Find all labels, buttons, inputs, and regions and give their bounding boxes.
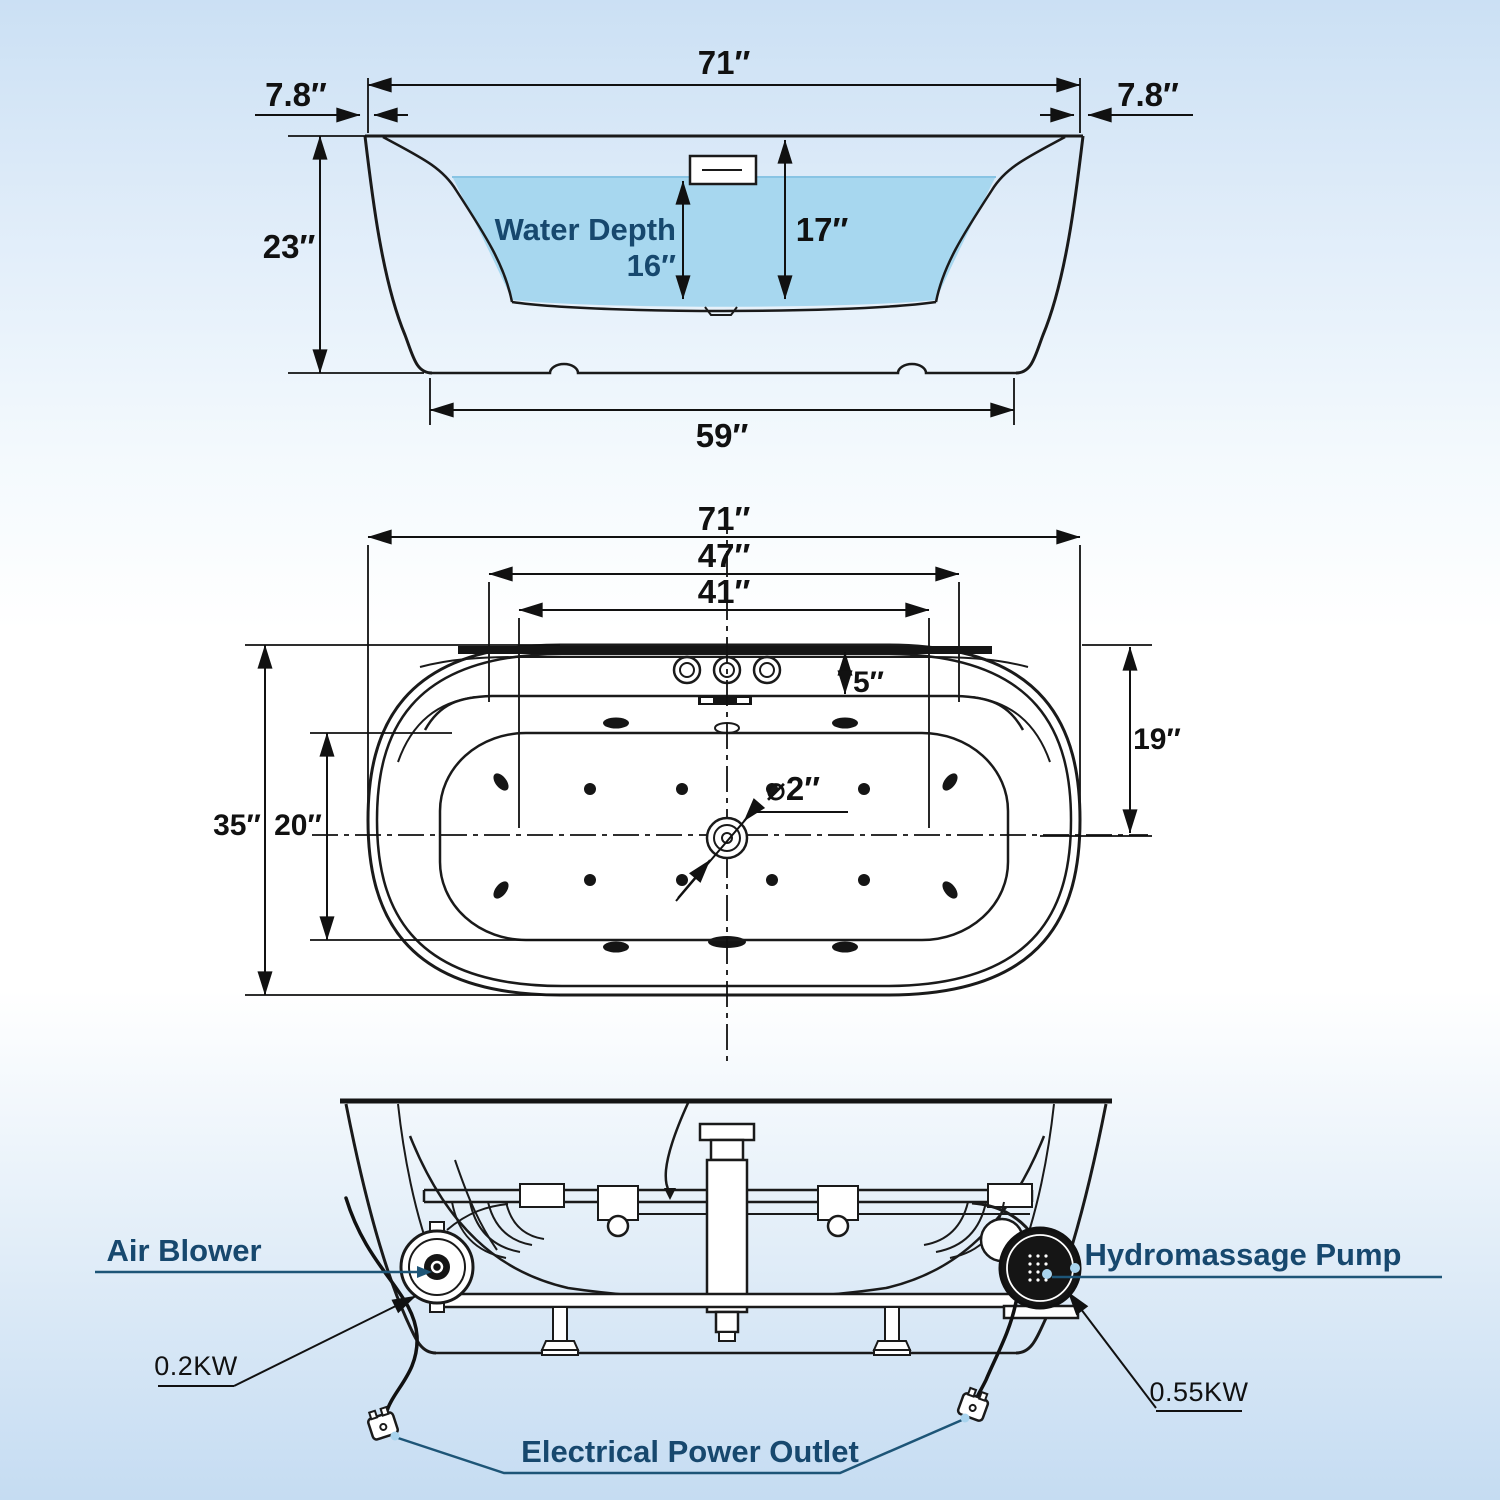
dim-basin-length: 41″ <box>518 573 930 828</box>
side-overall-width-label: 71″ <box>698 44 751 81</box>
pump-power-annotation: 0.55KW <box>1067 1291 1248 1412</box>
dim-rim-left: 7.8″ <box>255 76 408 123</box>
rim-right-label: 7.8″ <box>1117 76 1179 113</box>
air-blower-label: Air Blower <box>106 1233 261 1268</box>
pump-annotation: Hydromassage Pump <box>1042 1237 1442 1279</box>
basin-jets <box>493 773 958 899</box>
drain-icon <box>705 816 749 860</box>
overflow-drain-icon <box>688 154 758 186</box>
rim-left-label: 7.8″ <box>265 76 327 113</box>
dim-end-to-center: 19″ <box>1040 644 1181 837</box>
dim-side-overall-width: 71″ <box>367 44 1081 133</box>
plan-overall-width-label: 35″ <box>213 809 261 842</box>
dim-inner-depth: 17″ <box>777 139 849 300</box>
outlet-label: Electrical Power Outlet <box>521 1434 859 1469</box>
dim-deck-depth: 5″ <box>837 651 884 699</box>
bottom-internal-view: Air Blower Hydromassage Pump 0.2KW 0.55K… <box>95 1098 1442 1475</box>
end-to-center-label: 19″ <box>1133 723 1181 756</box>
dim-plan-overall-width: 35″ <box>213 644 560 996</box>
inner-depth-label: 17″ <box>796 211 849 248</box>
basin-length-label: 41″ <box>698 573 751 610</box>
hose-tip <box>664 1188 676 1200</box>
deck-span-label: 47″ <box>698 537 751 574</box>
drain-column <box>664 1102 756 1342</box>
pump-power-label: 0.55KW <box>1149 1377 1248 1407</box>
deck-depth-label: 5″ <box>853 666 884 699</box>
drain-diameter-label: ⌀2″ <box>766 770 820 807</box>
air-blower-annotation: Air Blower <box>95 1233 432 1278</box>
plan-oval-shell <box>366 643 1082 997</box>
water-depth-value: 16″ <box>627 248 676 283</box>
height-label: 23″ <box>263 228 316 265</box>
tub-outline <box>363 134 1085 375</box>
dim-plan-overall-length: 71″ <box>367 500 1081 816</box>
dim-rim-right: 7.8″ <box>1040 76 1193 123</box>
air-blower-power-label: 0.2KW <box>154 1351 238 1381</box>
water-depth-label: Water Depth <box>495 212 676 247</box>
outlet-annotation: Electrical Power Outlet <box>390 1413 970 1475</box>
dim-basin-width: 20″ <box>274 732 580 941</box>
power-plug-left-icon <box>367 1405 399 1441</box>
plan-overall-length-label: 71″ <box>698 500 751 537</box>
power-cord-left <box>344 1196 419 1416</box>
air-blower-power-annotation: 0.2KW <box>154 1295 417 1387</box>
dim-height: 23″ <box>263 135 424 374</box>
hydromassage-pump-icon <box>998 1226 1082 1320</box>
pump-label: Hydromassage Pump <box>1085 1237 1402 1272</box>
drain-diameter-callout: ⌀2″ <box>675 770 848 902</box>
dim-water-depth: Water Depth 16″ <box>495 180 691 300</box>
overflow-slot-icon <box>698 696 752 705</box>
drain-bump <box>704 306 738 316</box>
basin-width-label: 20″ <box>274 809 322 842</box>
basin-outline <box>438 731 1010 942</box>
plan-view: 71″ 47″ 41″ <box>213 500 1181 1062</box>
side-elevation-view: 71″ 7.8″ 7.8″ 23″ Water Depth 16″ <box>255 44 1193 454</box>
air-hoses-left <box>446 1159 545 1259</box>
dim-base-width: 59″ <box>429 378 1015 454</box>
base-width-label: 59″ <box>696 417 749 454</box>
air-blower-icon <box>399 1221 475 1313</box>
dim-deck-span: 47″ <box>488 537 960 702</box>
